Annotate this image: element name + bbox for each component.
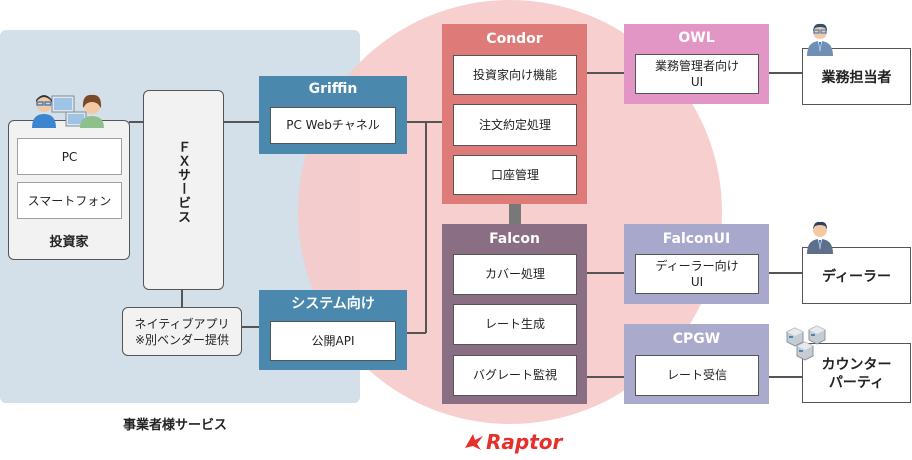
smartphone-item: スマートフォン — [17, 182, 122, 219]
falcon-item-rate-generation: レート生成 — [453, 304, 577, 345]
condor-item-account-management: 口座管理 — [453, 155, 577, 195]
investor-label: 投資家 — [49, 234, 89, 250]
connector-condor-falcon — [509, 203, 521, 225]
cpgw-rate-receive: レート受信 — [635, 355, 759, 396]
public-api: 公開API — [270, 321, 396, 361]
connector-cpgw-counterparty — [769, 376, 802, 378]
connector-falcon-falconui — [586, 272, 624, 274]
condor-item-investor-functions: 投資家向け機能 — [453, 55, 577, 95]
owl-admin-ui-line1: 業務管理者向け — [654, 59, 739, 73]
owl-title: OWL — [678, 30, 715, 46]
falcon-title: Falcon — [489, 231, 540, 247]
native-app-line2: ※別ベンダー提供 — [134, 332, 230, 347]
fx-service-box — [143, 90, 224, 290]
pc-item: PC — [17, 138, 122, 175]
falconui-dealer-ui-line1: ディーラー向け — [655, 259, 739, 273]
servers-icon — [786, 325, 826, 361]
counterparty-line1: カウンター — [821, 357, 892, 373]
condor-item-order-execution: 注文約定処理 — [453, 104, 577, 146]
owl-admin-ui — [635, 54, 759, 94]
connector-system-bus — [406, 332, 426, 334]
connector-condor-owl — [586, 72, 624, 74]
raptor-logo-icon — [465, 434, 483, 450]
native-app-box — [122, 307, 242, 356]
griffin-title: Griffin — [308, 81, 358, 97]
investors-icon — [32, 94, 104, 128]
falcon-item-bug-rate-monitoring: バグレート監視 — [453, 355, 577, 396]
connector-investor-fx — [129, 121, 143, 123]
system-api-title: システム向け — [291, 296, 375, 312]
condor-title: Condor — [486, 31, 543, 47]
business-person-icon — [807, 23, 833, 56]
falconui-title: FalconUI — [662, 231, 731, 247]
connector-fx-native — [181, 289, 183, 307]
connector-falconui-dealer — [769, 272, 802, 274]
client-services-caption: 事業者様サービス — [122, 417, 227, 433]
connector-griffin-bus — [406, 121, 443, 123]
counterparty-box — [802, 343, 911, 403]
falconui-dealer-ui — [635, 254, 759, 294]
connector-fx-griffin — [223, 121, 259, 123]
dealer-box: ディーラー — [802, 247, 911, 304]
falconui-dealer-ui-line2: UI — [690, 274, 704, 289]
connector-bus-vertical — [425, 121, 427, 333]
owl-admin-ui-line2: UI — [690, 74, 704, 89]
cpgw-title: CPGW — [672, 331, 721, 347]
raptor-brand-name: Raptor — [486, 430, 563, 454]
connector-falcon-cpgw — [586, 376, 624, 378]
counterparty-line2: パーティ — [828, 375, 885, 391]
connector-native-system — [242, 326, 259, 328]
pc-web-channel: PC Webチャネル — [270, 107, 396, 144]
fx-service-label: ＦＸサービス — [175, 140, 190, 224]
dealer-person-icon — [807, 221, 833, 254]
native-app-line1: ネイティブアプリ — [134, 316, 230, 331]
falcon-item-cover-processing: カバー処理 — [453, 254, 577, 295]
business-staff-box: 業務担当者 — [802, 48, 911, 105]
connector-owl-business — [769, 72, 802, 74]
